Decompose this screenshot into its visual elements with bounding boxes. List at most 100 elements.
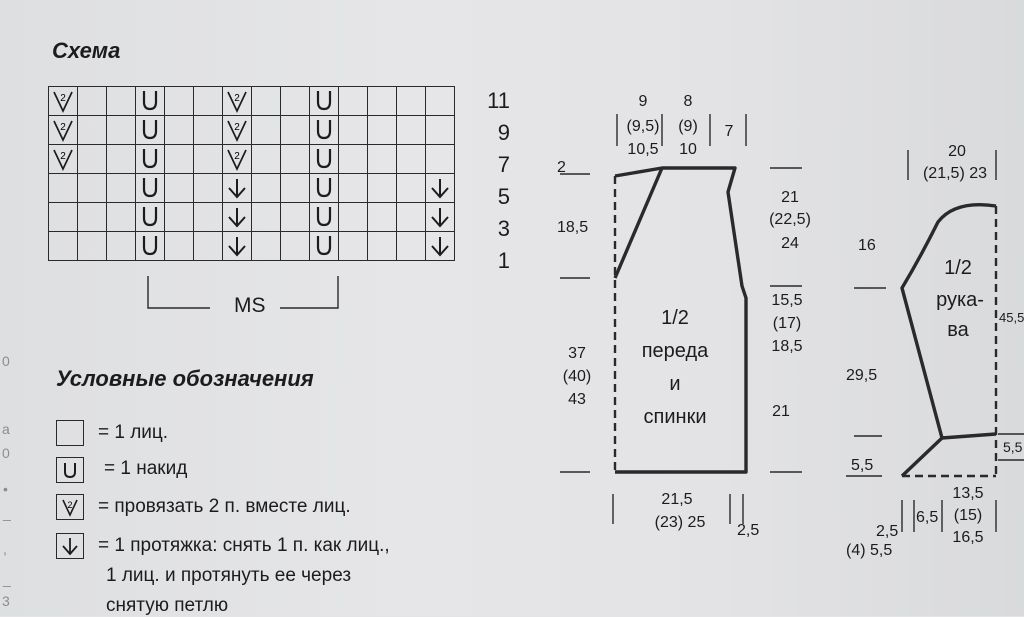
chart-cell-knit bbox=[251, 202, 281, 232]
svg-text:2: 2 bbox=[60, 122, 66, 133]
shoulder-right-size: 10 bbox=[679, 141, 697, 158]
chart-cell-knit bbox=[164, 231, 194, 261]
ssk-arrow-icon bbox=[228, 208, 246, 228]
yarn-over-icon bbox=[316, 149, 332, 169]
chart-cell-yo bbox=[135, 231, 165, 261]
chart-cell-knit bbox=[106, 115, 136, 145]
chart-cell-yo bbox=[135, 173, 165, 203]
sleeve-label: рука- bbox=[936, 289, 984, 311]
margin-text: 3 bbox=[2, 593, 10, 609]
chart-cell-knit bbox=[367, 173, 397, 203]
sleeve-bottom-offset: (4) 5,5 bbox=[846, 542, 893, 559]
sleeve-right-length: 45,5 bbox=[999, 310, 1024, 325]
chart-cell-knit bbox=[164, 115, 194, 145]
shoulder-left-size: 10,5 bbox=[627, 141, 659, 158]
yarn-over-icon bbox=[316, 236, 332, 256]
chart-cell-knit bbox=[193, 86, 223, 116]
body-label: спинки bbox=[643, 406, 707, 428]
repeat-bracket bbox=[147, 276, 339, 309]
legend-ssk-text-2: 1 лиц. и протянуть ее через bbox=[106, 565, 352, 586]
sleeve-right-cuff: 5,5 bbox=[1003, 439, 1023, 455]
yarn-over-icon bbox=[316, 120, 332, 140]
row-number: 11 bbox=[487, 88, 510, 113]
armhole-depth: 15,5 bbox=[771, 292, 803, 309]
side-length: 21 bbox=[772, 403, 790, 420]
chart-cell-k2tog: 2 bbox=[48, 144, 78, 174]
margin-text: _ bbox=[3, 505, 11, 521]
chart-cell-knit bbox=[280, 86, 310, 116]
chart-cell-knit bbox=[338, 231, 368, 261]
chart-cell-knit bbox=[77, 115, 107, 145]
chart-cell-k2tog: 2 bbox=[222, 86, 252, 116]
row-number: 5 bbox=[497, 184, 510, 209]
yarn-over-icon bbox=[64, 463, 76, 479]
sleeve-bottom-offset: 2,5 bbox=[876, 523, 899, 540]
shoulder-left-size: (9,5) bbox=[626, 118, 660, 135]
chart-cell-knit bbox=[193, 202, 223, 232]
chart-cell-knit bbox=[425, 115, 455, 145]
yarn-over-icon bbox=[142, 178, 158, 198]
chart-cell-knit bbox=[106, 202, 136, 232]
chart-cell-knit bbox=[77, 144, 107, 174]
chart-cell-knit bbox=[193, 231, 223, 261]
margin-text: • bbox=[3, 481, 8, 497]
sleeve-bottom-width: 16,5 bbox=[952, 529, 984, 546]
body-label: переда bbox=[641, 340, 709, 362]
ssk-arrow-icon bbox=[228, 179, 246, 199]
chart-cell-knit bbox=[367, 202, 397, 232]
row-number: 3 bbox=[497, 216, 510, 241]
margin-text: 0 bbox=[2, 353, 10, 369]
armhole-size: (22,5) bbox=[769, 211, 811, 228]
legend-k2tog-text: = провязать 2 п. вместе лиц. bbox=[98, 496, 351, 517]
chart-cell-k2tog: 2 bbox=[222, 144, 252, 174]
chart-cell-knit bbox=[251, 115, 281, 145]
chart-cell-knit bbox=[251, 231, 281, 261]
chart-cell-knit bbox=[367, 86, 397, 116]
armhole-size: 21 bbox=[781, 189, 799, 206]
legend-yo-text: = 1 накид bbox=[104, 458, 188, 479]
chart-cell-knit bbox=[164, 144, 194, 174]
k2tog-icon: 2 bbox=[53, 120, 73, 142]
k2tog-icon: 2 bbox=[62, 499, 78, 517]
body-schematic bbox=[560, 114, 802, 524]
sleeve-bottom-width: 13,5 bbox=[952, 485, 984, 502]
yarn-over-icon bbox=[142, 236, 158, 256]
chart-cell-yo bbox=[309, 115, 339, 145]
body-label: и bbox=[669, 373, 681, 395]
sleeve-bottom-width: (15) bbox=[953, 507, 983, 524]
svg-text:2: 2 bbox=[234, 151, 240, 162]
ssk-arrow-icon bbox=[62, 538, 78, 556]
chart-cell-knit bbox=[367, 144, 397, 174]
chart-cell-ssk bbox=[425, 202, 455, 232]
chart-cell-ssk bbox=[222, 202, 252, 232]
k2tog-icon: 2 bbox=[227, 149, 247, 171]
chart-cell-knit bbox=[367, 115, 397, 145]
chart-cell-knit bbox=[251, 86, 281, 116]
chart-cell-yo bbox=[309, 202, 339, 232]
chart-cell-yo bbox=[135, 144, 165, 174]
chart-cell-knit bbox=[338, 144, 368, 174]
ssk-arrow-icon bbox=[431, 208, 449, 228]
chart-cell-knit bbox=[48, 173, 78, 203]
chart-cell-yo bbox=[309, 173, 339, 203]
chart-cell-knit bbox=[193, 115, 223, 145]
chart-cell-knit bbox=[425, 144, 455, 174]
margin-text: , bbox=[3, 541, 7, 557]
chart-cell-knit bbox=[193, 173, 223, 203]
chart-cell-knit bbox=[396, 86, 426, 116]
chart-row bbox=[48, 173, 455, 203]
chart-cell-yo bbox=[309, 144, 339, 174]
armhole-depth: (17) bbox=[772, 315, 802, 332]
top-offset: 2 bbox=[557, 159, 566, 176]
k2tog-icon: 2 bbox=[53, 149, 73, 171]
chart-cell-knit bbox=[251, 173, 281, 203]
shoulder-left-size: 9 bbox=[638, 93, 648, 110]
chart-cell-knit bbox=[338, 202, 368, 232]
row-number: 7 bbox=[497, 152, 510, 177]
legend-k2tog-box: 2 bbox=[56, 494, 84, 520]
chart-cell-knit bbox=[396, 173, 426, 203]
sleeve-label: ва bbox=[947, 319, 969, 341]
chart-cell-yo bbox=[135, 115, 165, 145]
